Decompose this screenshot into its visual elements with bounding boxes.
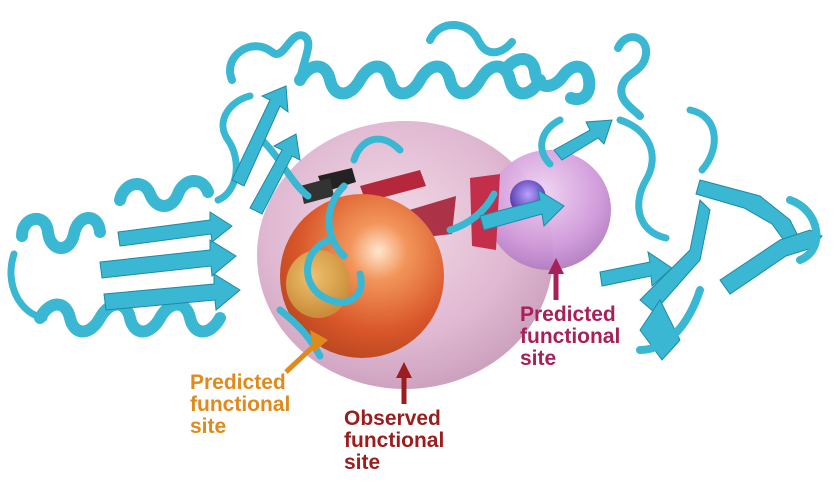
yellow-inner-sphere [286,250,350,318]
right-predicted-site-label: Predicted functional site [520,304,620,370]
left-predicted-site-label: Predicted functional site [190,372,290,438]
observed-site-label: Observed functional site [344,408,444,474]
